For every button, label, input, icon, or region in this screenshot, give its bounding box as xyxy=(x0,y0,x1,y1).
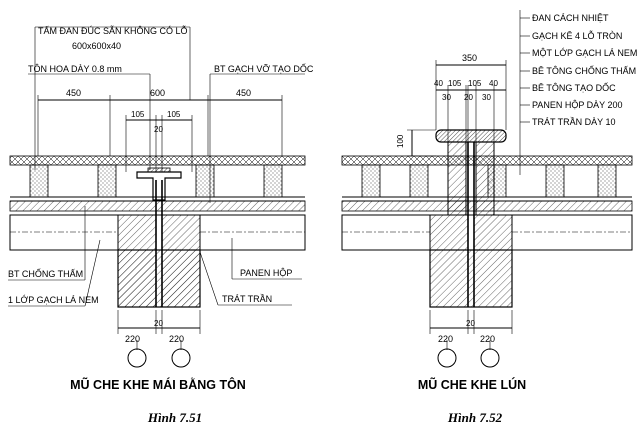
figure-caption: Hình 7.52 xyxy=(447,410,503,425)
label-hollow-brick: GẠCH KÊ 4 LỖ TRÒN xyxy=(532,30,622,41)
dim-gap-left: 105 xyxy=(131,110,145,119)
detail-settlement-joint-cap: ĐAN CÁCH NHIỆT GẠCH KÊ 4 LỖ TRÒN MỘT LỚP… xyxy=(341,10,637,425)
grid-axis-marker xyxy=(480,348,500,368)
label-plaster: TRÁT TRẦN xyxy=(222,294,272,304)
detail-title: MŨ CHE KHE MÁI BẰNG TÔN xyxy=(70,377,246,392)
label-brick-layer: MỘT LỚP GẠCH LÁ NEM xyxy=(532,48,637,58)
dim-left-span: 450 xyxy=(66,88,81,98)
label-tile-size: 600x600x40 xyxy=(72,41,121,51)
dim-col-gap: 20 xyxy=(154,319,163,328)
dim-gap-right: 105 xyxy=(167,110,181,119)
label-panel: PANEN HỘP xyxy=(240,268,292,278)
grid-axis-marker xyxy=(127,348,147,368)
dim-top: 350 xyxy=(462,53,477,63)
dim-mid-span: 600 xyxy=(150,88,165,98)
dim-cap-height: 100 xyxy=(396,134,405,148)
dim-right-span: 450 xyxy=(236,88,251,98)
dim-g: 30 xyxy=(482,93,491,102)
dim-d: 40 xyxy=(489,79,498,88)
label-brick: 1 LỚP GẠCH LÁ NEM xyxy=(8,295,99,305)
label-waterproof: BT CHỐNG THẤM xyxy=(8,268,83,279)
support-bricks-left xyxy=(29,164,283,198)
label-panel: PANEN HỘP DÀY 200 xyxy=(532,100,623,110)
label-plaster: TRÁT TRẦN DÀY 10 xyxy=(532,117,616,127)
figure-caption: Hình 7.51 xyxy=(147,410,202,425)
upstand-wall-right xyxy=(475,141,495,216)
dim-col-gap: 20 xyxy=(466,319,475,328)
settlement-cap xyxy=(435,129,507,143)
label-slope: BÊ TÔNG TẠO DỐC xyxy=(532,82,616,93)
columns-right xyxy=(429,249,513,308)
detail-title: MŨ CHE KHE LÚN xyxy=(418,377,526,392)
label-insulation-slab: ĐAN CÁCH NHIỆT xyxy=(532,13,609,23)
dim-a: 40 xyxy=(434,79,443,88)
dim-gap-mid: 20 xyxy=(154,125,163,134)
hollow-panel-left xyxy=(9,214,306,251)
dim-col-left: 220 xyxy=(438,334,453,344)
metal-sheet-cap xyxy=(136,171,182,201)
tile-layer-left xyxy=(9,155,306,166)
dim-col-right: 220 xyxy=(169,334,184,344)
dim-c: 105 xyxy=(468,79,482,88)
dim-e: 30 xyxy=(442,93,451,102)
dim-b: 105 xyxy=(448,79,462,88)
label-slope: BT GẠCH VỠ TẠO DỐC xyxy=(214,63,314,74)
label-waterproof: BÊ TÔNG CHỐNG THẤM xyxy=(532,65,636,76)
slope-concrete-left xyxy=(9,200,306,212)
dim-f: 20 xyxy=(464,93,473,102)
grid-axis-marker xyxy=(171,348,191,368)
leaders-right xyxy=(519,10,530,175)
detail-roof-joint-sheet-cap: TẤM ĐAN ĐÚC SẴN KHÔNG CÓ LỖ 600x600x40 T… xyxy=(8,25,314,425)
label-tile: TẤM ĐAN ĐÚC SẴN KHÔNG CÓ LỖ xyxy=(38,25,188,36)
label-sheet: TÔN HOA DÀY 0.8 mm xyxy=(28,64,122,74)
dim-col-left: 220 xyxy=(125,334,140,344)
dim-col-right: 220 xyxy=(480,334,495,344)
grid-axis-marker xyxy=(437,348,457,368)
leaders-left xyxy=(8,26,305,307)
upstand-wall-left xyxy=(447,141,467,216)
